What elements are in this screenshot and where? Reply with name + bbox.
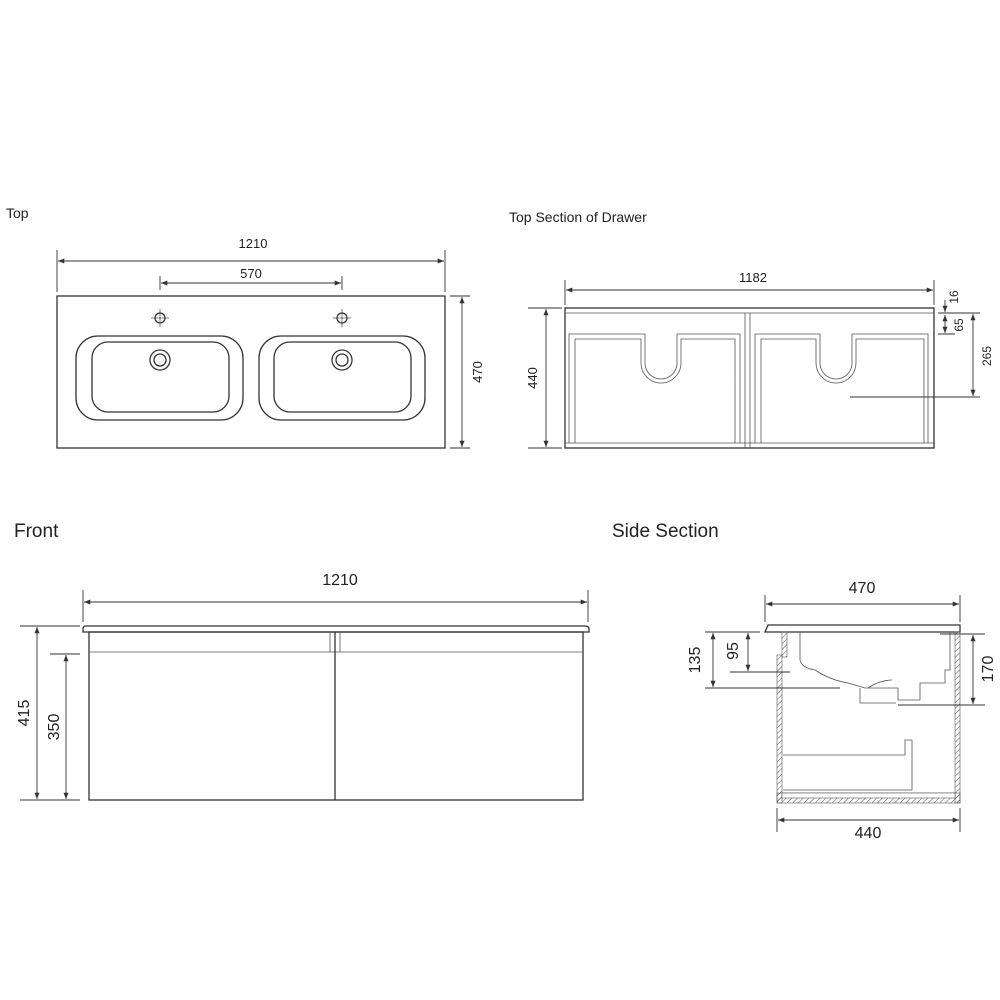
front-view-title: Front [14,521,59,542]
drawer-right [754,333,929,443]
cabinet-body [88,631,584,801]
countertop [82,625,590,633]
dim-side-top-depth: 470 [849,580,876,597]
basin-right [258,309,426,421]
drawer-left [568,333,741,443]
top-view: Top 1210 570 470 [6,205,485,449]
dim-side-cabinet-depth: 440 [855,825,882,842]
side-view-title: Side Section [612,521,719,542]
basin-profile [799,632,951,701]
countertop [764,624,961,633]
drawer-view-title: Top Section of Drawer [509,209,647,225]
dim-135: 135 [687,647,704,674]
drawer-section-view: Top Section of Drawer 1182 440 16 65 265 [509,209,994,449]
dim-95: 95 [725,642,742,660]
dim-drawer-width: 1182 [739,270,767,285]
dim-drawer-depth: 440 [525,367,540,389]
dim-drawer-height: 350 [46,714,63,741]
dim-65: 65 [952,318,966,332]
front-view: Front 1210 415 350 [14,521,590,801]
dim-top-width: 1210 [239,236,268,251]
top-view-title: Top [6,205,29,221]
side-section-view: Side Section 470 135 95 170 440 [612,521,997,842]
dim-16: 16 [947,290,961,304]
countertop-outline [56,295,446,449]
drawer-profile [783,739,913,791]
dim-170: 170 [980,656,997,683]
basin-left [75,309,244,421]
dim-tap-spacing: 570 [240,266,262,281]
dim-top-depth: 470 [470,361,485,383]
dim-front-height: 415 [16,700,33,727]
dim-front-width: 1210 [322,572,358,589]
dim-265: 265 [980,346,994,366]
